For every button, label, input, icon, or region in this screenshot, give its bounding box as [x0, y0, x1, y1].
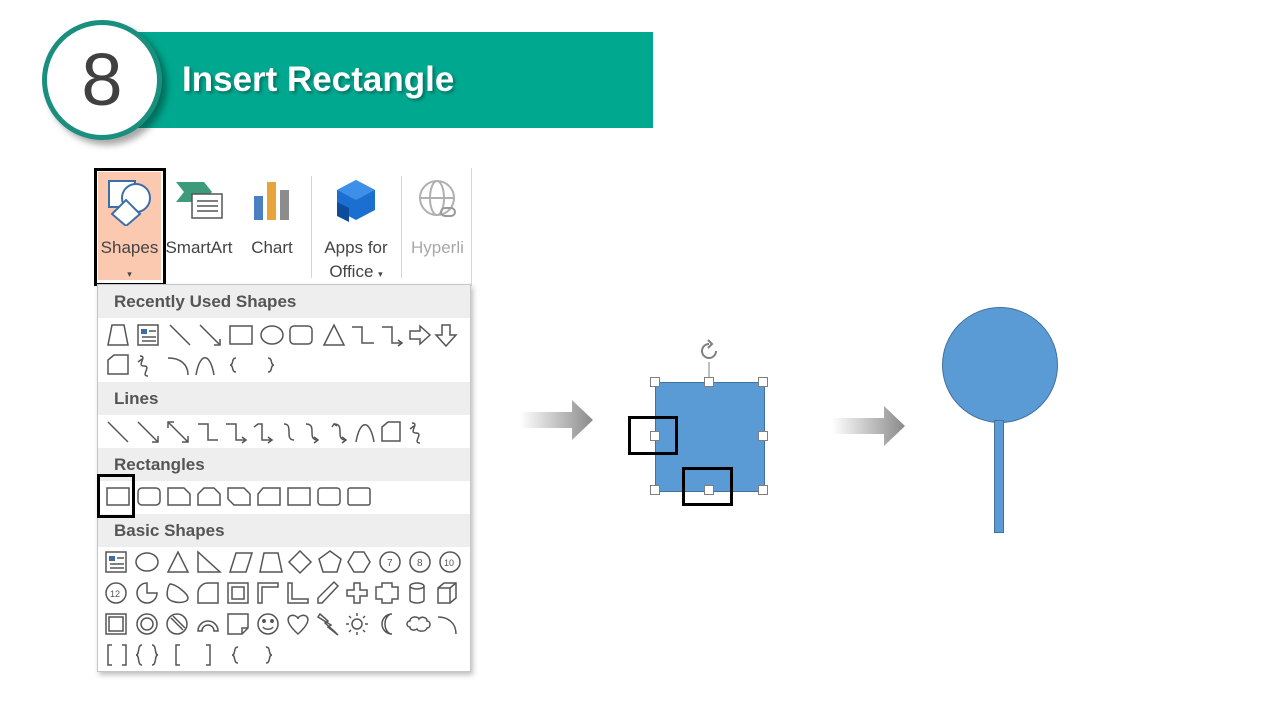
svg-text:10: 10	[444, 558, 454, 568]
apps-for-office-button[interactable]: Apps for Office ▾	[317, 172, 395, 281]
bottom-handle-highlight-frame	[682, 467, 733, 506]
title-banner: Insert Rectangle	[100, 32, 653, 128]
section-header-lines: Lines	[98, 382, 470, 415]
section-header-rectangles: Rectangles	[98, 448, 470, 481]
chevron-down-icon: ▾	[127, 269, 132, 279]
basic-shapes-row-1[interactable]: 7 8 10	[102, 547, 466, 577]
apps-label-line2: Office	[329, 262, 374, 281]
ribbon-separator	[401, 176, 402, 278]
slide-title: Insert Rectangle	[182, 60, 455, 99]
smartart-label: SmartArt	[165, 238, 233, 257]
chart-button[interactable]: Chart	[241, 172, 303, 280]
shapes-icon	[107, 180, 151, 226]
resize-handle-left[interactable]	[650, 431, 660, 441]
resize-handle-bottom-right[interactable]	[758, 485, 768, 495]
result-rectangle-stem[interactable]	[994, 420, 1004, 533]
right-arrow-icon	[520, 400, 593, 440]
chart-label: Chart	[251, 238, 293, 257]
insert-ribbon: Shapes ▾ SmartArt Chart Apps for	[95, 168, 472, 286]
right-arrow-icon	[832, 406, 905, 446]
svg-text:8: 8	[417, 558, 423, 569]
bar-chart-icon	[254, 182, 289, 220]
result-circle-shape[interactable]	[942, 307, 1058, 423]
rectangle-tool-highlight-frame	[97, 474, 135, 518]
basic-shapes-row-3[interactable]	[102, 609, 466, 639]
hyperlink-button[interactable]: Hyperli	[407, 172, 471, 280]
smartart-icon	[176, 182, 223, 219]
resize-handle-top-left[interactable]	[650, 377, 660, 387]
rectangles-row[interactable]	[102, 482, 466, 512]
section-header-basic-shapes: Basic Shapes	[98, 514, 470, 547]
chevron-down-icon: ▾	[378, 269, 383, 279]
basic-shapes-row-4[interactable]	[102, 640, 466, 670]
ribbon-separator	[311, 176, 312, 278]
apps-label-line1: Apps for	[324, 238, 388, 257]
resize-handle-right[interactable]	[758, 431, 768, 441]
left-handle-highlight-frame	[628, 416, 678, 455]
svg-text:12: 12	[110, 589, 120, 599]
resize-handle-bottom[interactable]	[704, 485, 714, 495]
shapes-gallery: Recently Used Shapes Lines	[97, 284, 471, 672]
lines-row[interactable]	[102, 417, 466, 447]
shapes-label: Shapes	[100, 238, 159, 257]
resize-handle-top[interactable]	[704, 377, 714, 387]
svg-text:7: 7	[387, 558, 393, 569]
selected-rectangle-shape[interactable]	[655, 382, 765, 492]
hyperlink-globe-icon	[419, 180, 456, 217]
apps-cube-icon	[337, 180, 375, 222]
section-header-recently-used: Recently Used Shapes	[98, 285, 470, 318]
resize-handle-top-right[interactable]	[758, 377, 768, 387]
shapes-button[interactable]: Shapes ▾	[98, 172, 161, 280]
recently-used-row-1[interactable]	[102, 320, 466, 350]
shapes-highlight-frame	[94, 168, 166, 286]
recently-used-row-2[interactable]	[102, 350, 466, 380]
rotate-handle-icon[interactable]	[696, 338, 722, 382]
hyperlink-label: Hyperli	[411, 238, 464, 257]
basic-shapes-row-2[interactable]: 12	[102, 578, 466, 608]
step-number-badge: 8	[42, 20, 162, 140]
smartart-button[interactable]: SmartArt	[163, 172, 235, 280]
resize-handle-bottom-left[interactable]	[650, 485, 660, 495]
